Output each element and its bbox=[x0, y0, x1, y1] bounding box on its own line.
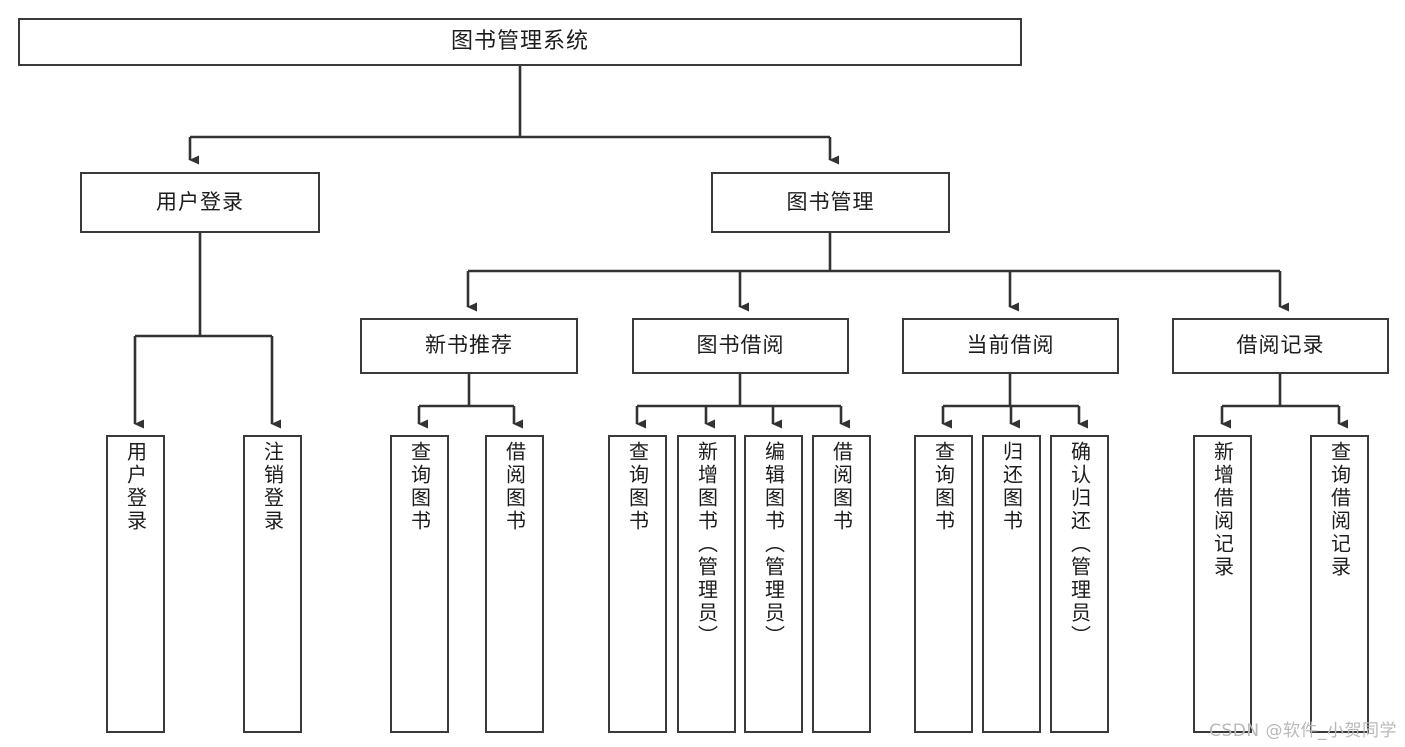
leaf-record-query[interactable]: 查询借阅记录 bbox=[1310, 435, 1369, 733]
leaf-current-confirm-return[interactable]: 确认归还（管理员） bbox=[1050, 435, 1109, 733]
node-root-system[interactable]: 图书管理系统 bbox=[18, 18, 1022, 66]
leaf-label: 归还图书 bbox=[999, 441, 1024, 533]
leaf-label: 借阅图书 bbox=[502, 441, 527, 533]
node-user-login[interactable]: 用户登录 bbox=[80, 172, 320, 233]
leaf-label: 注销登录 bbox=[260, 441, 285, 533]
leaf-current-return-book[interactable]: 归还图书 bbox=[982, 435, 1041, 733]
leaf-label: 查询图书 bbox=[407, 441, 432, 533]
leaf-label: 借阅图书 bbox=[829, 441, 854, 533]
leaf-label: 查询图书 bbox=[625, 441, 650, 533]
leaf-label: 查询图书 bbox=[931, 441, 956, 533]
node-current-borrow[interactable]: 当前借阅 bbox=[902, 318, 1119, 374]
leaf-borrow-edit-book[interactable]: 编辑图书（管理员） bbox=[744, 435, 803, 733]
watermark-text: CSDN @软件_小贺同学 bbox=[1209, 721, 1397, 741]
leaf-record-add[interactable]: 新增借阅记录 bbox=[1193, 435, 1252, 733]
node-book-management[interactable]: 图书管理 bbox=[711, 172, 950, 233]
leaf-label: 编辑图书（管理员） bbox=[761, 441, 786, 648]
node-new-book-recommend[interactable]: 新书推荐 bbox=[360, 318, 578, 374]
leaf-borrow-query-book[interactable]: 查询图书 bbox=[608, 435, 667, 733]
node-borrow-record[interactable]: 借阅记录 bbox=[1172, 318, 1389, 374]
leaf-label: 确认归还（管理员） bbox=[1067, 441, 1092, 648]
leaf-label: 用户登录 bbox=[123, 441, 148, 533]
leaf-label: 新增借阅记录 bbox=[1210, 441, 1235, 579]
leaf-borrow-add-book[interactable]: 新增图书（管理员） bbox=[677, 435, 736, 733]
node-book-borrow[interactable]: 图书借阅 bbox=[632, 318, 849, 374]
leaf-borrow-borrow-book[interactable]: 借阅图书 bbox=[812, 435, 871, 733]
leaf-new-book-borrow[interactable]: 借阅图书 bbox=[485, 435, 544, 733]
leaf-label: 查询借阅记录 bbox=[1327, 441, 1352, 579]
leaf-user-login-logout[interactable]: 注销登录 bbox=[243, 435, 302, 733]
leaf-user-login-login[interactable]: 用户登录 bbox=[106, 435, 165, 733]
leaf-current-query-book[interactable]: 查询图书 bbox=[914, 435, 973, 733]
leaf-new-book-query[interactable]: 查询图书 bbox=[390, 435, 449, 733]
leaf-label: 新增图书（管理员） bbox=[694, 441, 719, 648]
